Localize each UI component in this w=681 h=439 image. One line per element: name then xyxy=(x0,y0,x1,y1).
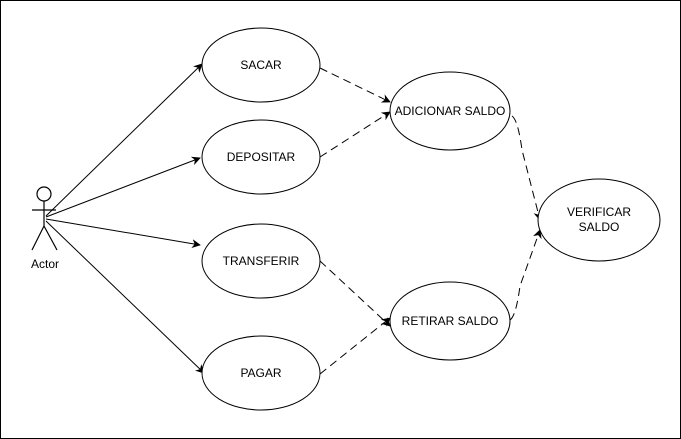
label-depositar: DEPOSITAR xyxy=(227,150,296,164)
dependency-pagar-retirar xyxy=(319,317,391,375)
use-case-retirar-saldo[interactable] xyxy=(389,281,511,361)
actor-head xyxy=(36,186,52,202)
actor-left-leg xyxy=(31,225,45,251)
association-depositar xyxy=(45,156,201,218)
use-case-depositar[interactable] xyxy=(201,119,321,195)
use-case-verificar-saldo[interactable] xyxy=(537,178,661,262)
label-sacar: SACAR xyxy=(240,58,282,72)
dependency-depositar-adicionar xyxy=(319,111,391,158)
use-case-transferir[interactable] xyxy=(201,223,321,299)
label-adicionar-saldo: ADICIONAR SALDO xyxy=(395,104,506,118)
association-pagar xyxy=(45,220,205,374)
association-sacar xyxy=(45,63,203,217)
dependency-transferir-retirar xyxy=(319,260,391,327)
use-case-adicionar-saldo[interactable] xyxy=(389,71,511,151)
actor-right-leg xyxy=(43,225,58,251)
association-transferir xyxy=(45,218,201,249)
label-transferir: TRANSFERIR xyxy=(223,254,300,268)
use-case-pagar[interactable] xyxy=(201,335,321,411)
actor-label: Actor xyxy=(31,257,59,271)
label-verificar-line1: VERIFICAR xyxy=(567,205,631,219)
label-retirar-saldo: RETIRAR SALDO xyxy=(402,314,499,328)
label-pagar: PAGAR xyxy=(240,366,281,380)
label-verificar-line2: SALDO xyxy=(579,220,620,234)
actor-figure[interactable] xyxy=(31,186,58,251)
use-case-sacar[interactable] xyxy=(201,27,321,103)
dependency-adicionar-verificar xyxy=(511,115,543,221)
dependency-retirar-verificar xyxy=(509,229,542,321)
